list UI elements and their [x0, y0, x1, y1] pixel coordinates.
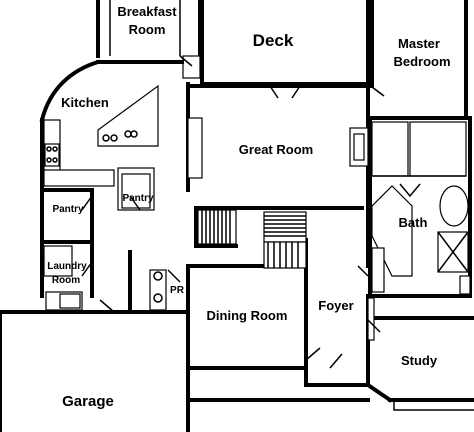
room-label-foyer: Foyer — [318, 298, 353, 313]
room-label-dining-room: Dining Room — [207, 308, 288, 323]
room-label-garage: Garage — [62, 393, 114, 410]
room-label-laundry-line2: Room — [52, 275, 80, 286]
room-label-bath: Bath — [399, 215, 428, 230]
room-label-breakfast-line1: Breakfast — [117, 4, 177, 19]
room-label-pantry-center: Pantry — [122, 193, 154, 204]
room-label-master-line1: Master — [398, 36, 440, 51]
room-label-master-line2: Bedroom — [393, 54, 450, 69]
doors — [81, 55, 421, 369]
room-label-laundry-line1: Laundry — [47, 261, 87, 272]
room-label-deck: Deck — [253, 31, 294, 50]
room-label-breakfast-line2: Room — [129, 22, 166, 37]
fixtures — [43, 0, 474, 411]
stairs — [197, 209, 307, 269]
room-label-kitchen: Kitchen — [61, 95, 109, 110]
room-label-powder-room: PR — [170, 285, 185, 296]
room-labels: Breakfast Room Deck Master Bedroom Kitch… — [47, 4, 450, 410]
room-label-study: Study — [401, 353, 438, 368]
room-label-pantry-left: Pantry — [52, 204, 84, 215]
room-label-great-room: Great Room — [239, 142, 313, 157]
